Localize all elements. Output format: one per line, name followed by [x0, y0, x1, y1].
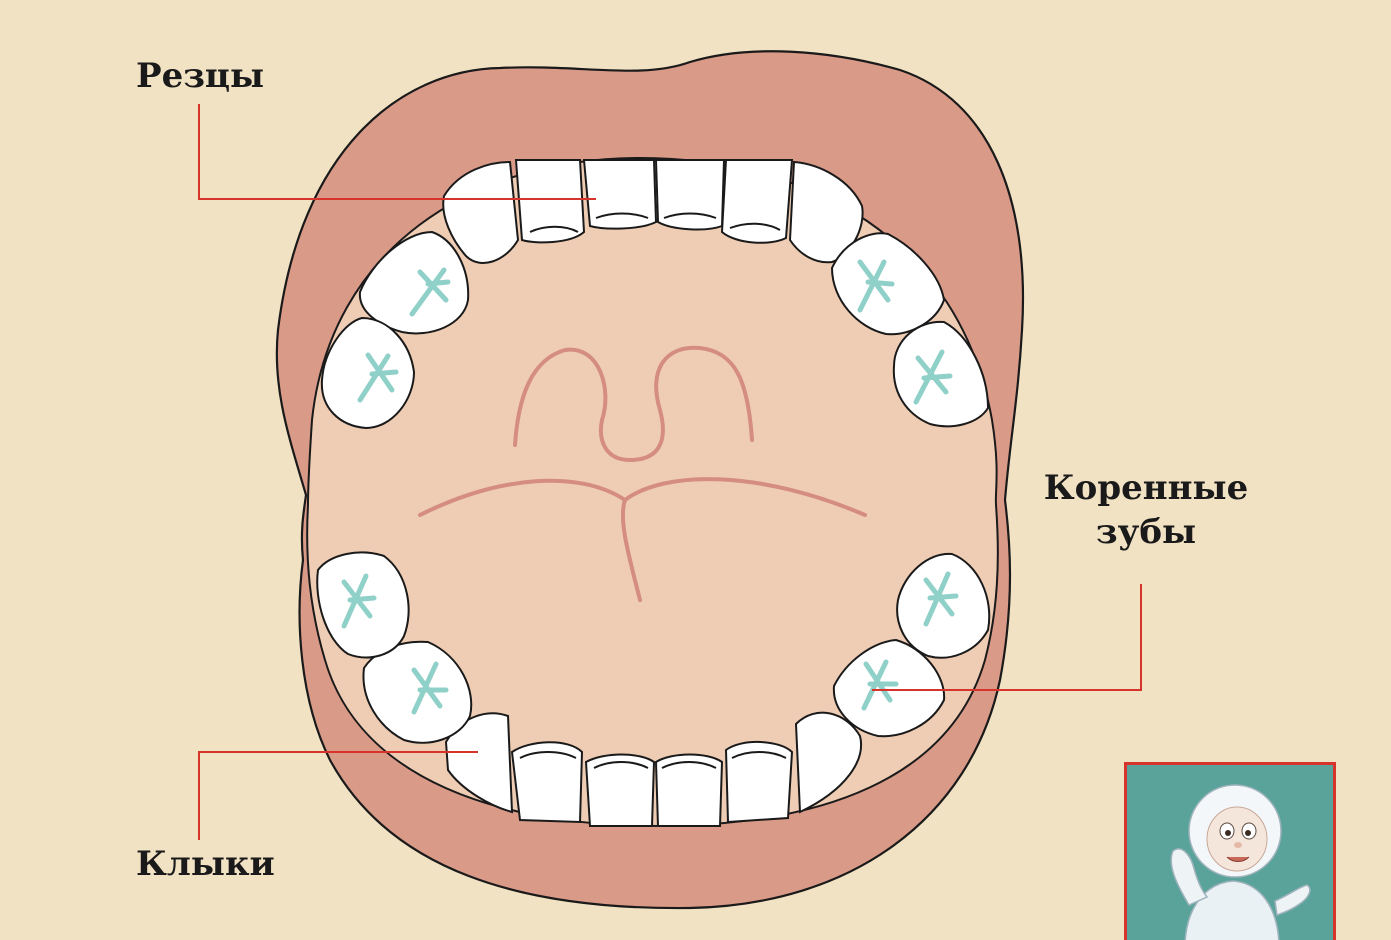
upper-incisor: [722, 160, 792, 243]
molars-label: Коренные зубы: [1030, 466, 1262, 554]
upper-incisor: [584, 160, 656, 229]
child-mascot-icon: [1127, 765, 1336, 940]
canines-label: Клыки: [136, 842, 275, 886]
molars-label-line2: зубы: [1030, 510, 1262, 554]
upper-incisor: [656, 160, 724, 229]
molars-label-line1: Коренные: [1030, 466, 1262, 510]
lower-incisor: [726, 742, 792, 822]
mascot-panel: [1124, 762, 1336, 940]
lower-incisor: [512, 742, 582, 822]
incisors-label: Резцы: [136, 54, 264, 98]
